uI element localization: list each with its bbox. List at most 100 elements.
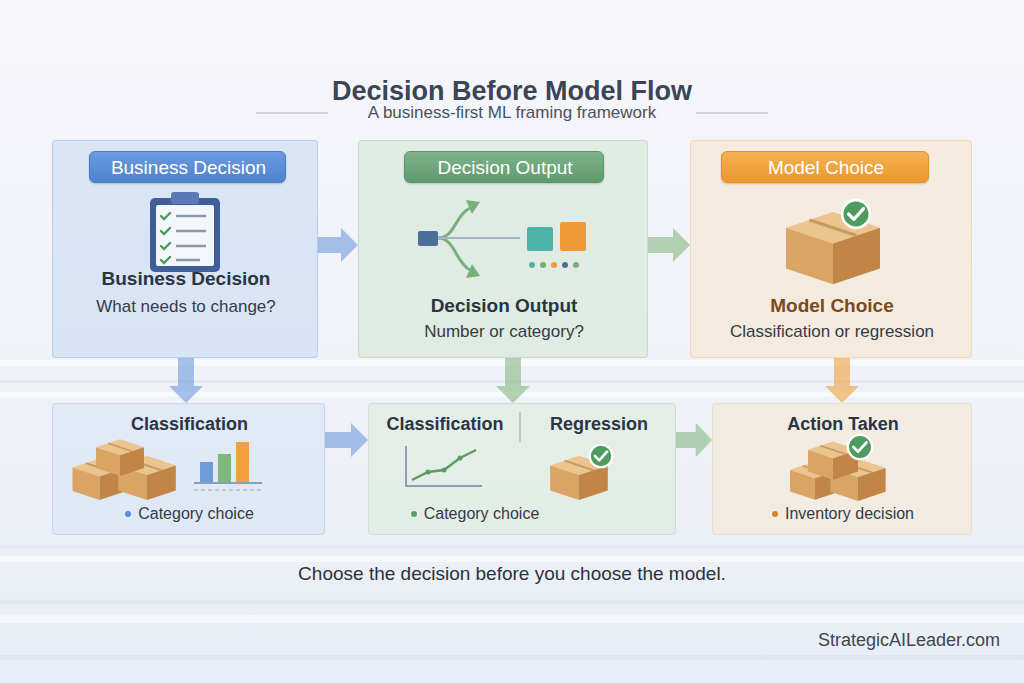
watermark: StrategicAILeader.com [624,629,1000,651]
clipboard-checks [161,213,170,263]
box-pile-icon [73,439,176,500]
stripe [0,615,1024,623]
subtitle-rule [696,113,768,114]
action-box-icon [790,435,886,501]
bar [200,462,213,482]
clipboard-lines [176,216,206,260]
bullet-text: Inventory decision [785,503,914,525]
bullet-item: Inventory decision [713,503,973,525]
node-heading: Decision Output [359,295,649,317]
header-pill: Model Choice [721,151,929,183]
flow-arrow [318,228,358,262]
column-divider [519,412,520,442]
stage-panel: Business DecisionWhat needs to change? Bu… [52,140,318,358]
bar [218,454,231,482]
node-heading: Regression [521,413,677,435]
example-panel: ClassificationRegressionCategory choice [368,403,676,535]
line-chart-icon [406,446,482,486]
bullet-item: Category choice [385,503,565,525]
chart-axis [194,482,262,484]
branch-line [438,238,470,270]
flow-arrow [825,358,859,403]
stripe [0,360,1024,366]
stage-panel: Decision OutputNumber or category? Decisi… [358,140,648,358]
node-heading: Action Taken [713,413,973,435]
box-illustration [808,442,858,480]
example-panel: Action TakenInventory decision [712,403,972,535]
node-body: Number or category? [359,321,649,343]
stripe [0,392,1024,397]
bar-chart-icon [194,442,262,490]
bullet-dot [125,511,131,517]
branch-head [466,200,480,214]
dot [551,262,557,268]
page-title: Decision Before Model Flow [0,74,1024,108]
stripe [0,655,1024,660]
node-heading: Classification [53,413,326,435]
stripe [0,380,1024,383]
chart-axis [406,446,482,486]
dot [426,470,431,475]
node-body: What needs to change? [53,296,319,318]
dot [442,468,447,473]
clipboard-clip [171,192,199,204]
flow-arrow [169,358,203,403]
dot [562,262,568,268]
subtitle: A business-first ML framing framework [312,102,712,124]
regression-box-icon [550,445,612,500]
clipboard-board [150,198,220,272]
stage-panel: Model ChoiceClassification or regression… [690,140,972,358]
stripe [0,600,1024,604]
stripe [0,556,1024,562]
pill-label: Model Choice [722,152,930,184]
bullet-text: Category choice [424,503,540,525]
clipboard-paper [156,205,214,266]
box-illustration [118,456,176,500]
caption: Choose the decision before you choose th… [0,562,1024,586]
background-stripes [0,360,1024,660]
bullet-item: Category choice [53,503,326,525]
node-heading: Business Decision [53,268,319,290]
category-square [560,222,586,251]
subtitle-rule [256,113,328,114]
check-badge [590,445,613,468]
branch-line [438,237,520,239]
bullet-dot [411,511,417,517]
box-illustration [786,212,880,284]
box-illustration [550,456,608,500]
example-panel: ClassificationCategory choice [52,403,325,535]
dot [573,262,579,268]
header-pill: Business Decision [89,151,286,183]
box-illustration [96,439,144,476]
flow-arrow [648,228,690,262]
bullet-text: Category choice [138,503,254,525]
branch-source [418,231,438,246]
flow-arrow [325,423,368,457]
header-pill: Decision Output [404,151,604,183]
bullet-dot [772,511,778,517]
flow-arrow [496,358,530,403]
category-square [527,227,553,251]
check-badge [842,200,870,228]
chart-axis [194,490,262,491]
node-body: Classification or regression [691,321,973,343]
trend-line [412,450,476,480]
box-illustration [73,459,127,500]
model-box-icon [786,200,880,284]
box-illustration [790,462,840,500]
flow-arrow [676,423,712,457]
stripe [0,545,1024,549]
branch-line [438,208,470,238]
dot [458,456,463,461]
branch-icon [418,200,586,278]
box-illustration [830,459,885,501]
pill-label: Business Decision [90,152,287,184]
check-badge [848,435,872,459]
node-heading: Classification [369,413,521,435]
dot [529,262,535,268]
node-heading: Model Choice [691,295,973,317]
pill-label: Decision Output [405,152,605,184]
dot [540,262,546,268]
